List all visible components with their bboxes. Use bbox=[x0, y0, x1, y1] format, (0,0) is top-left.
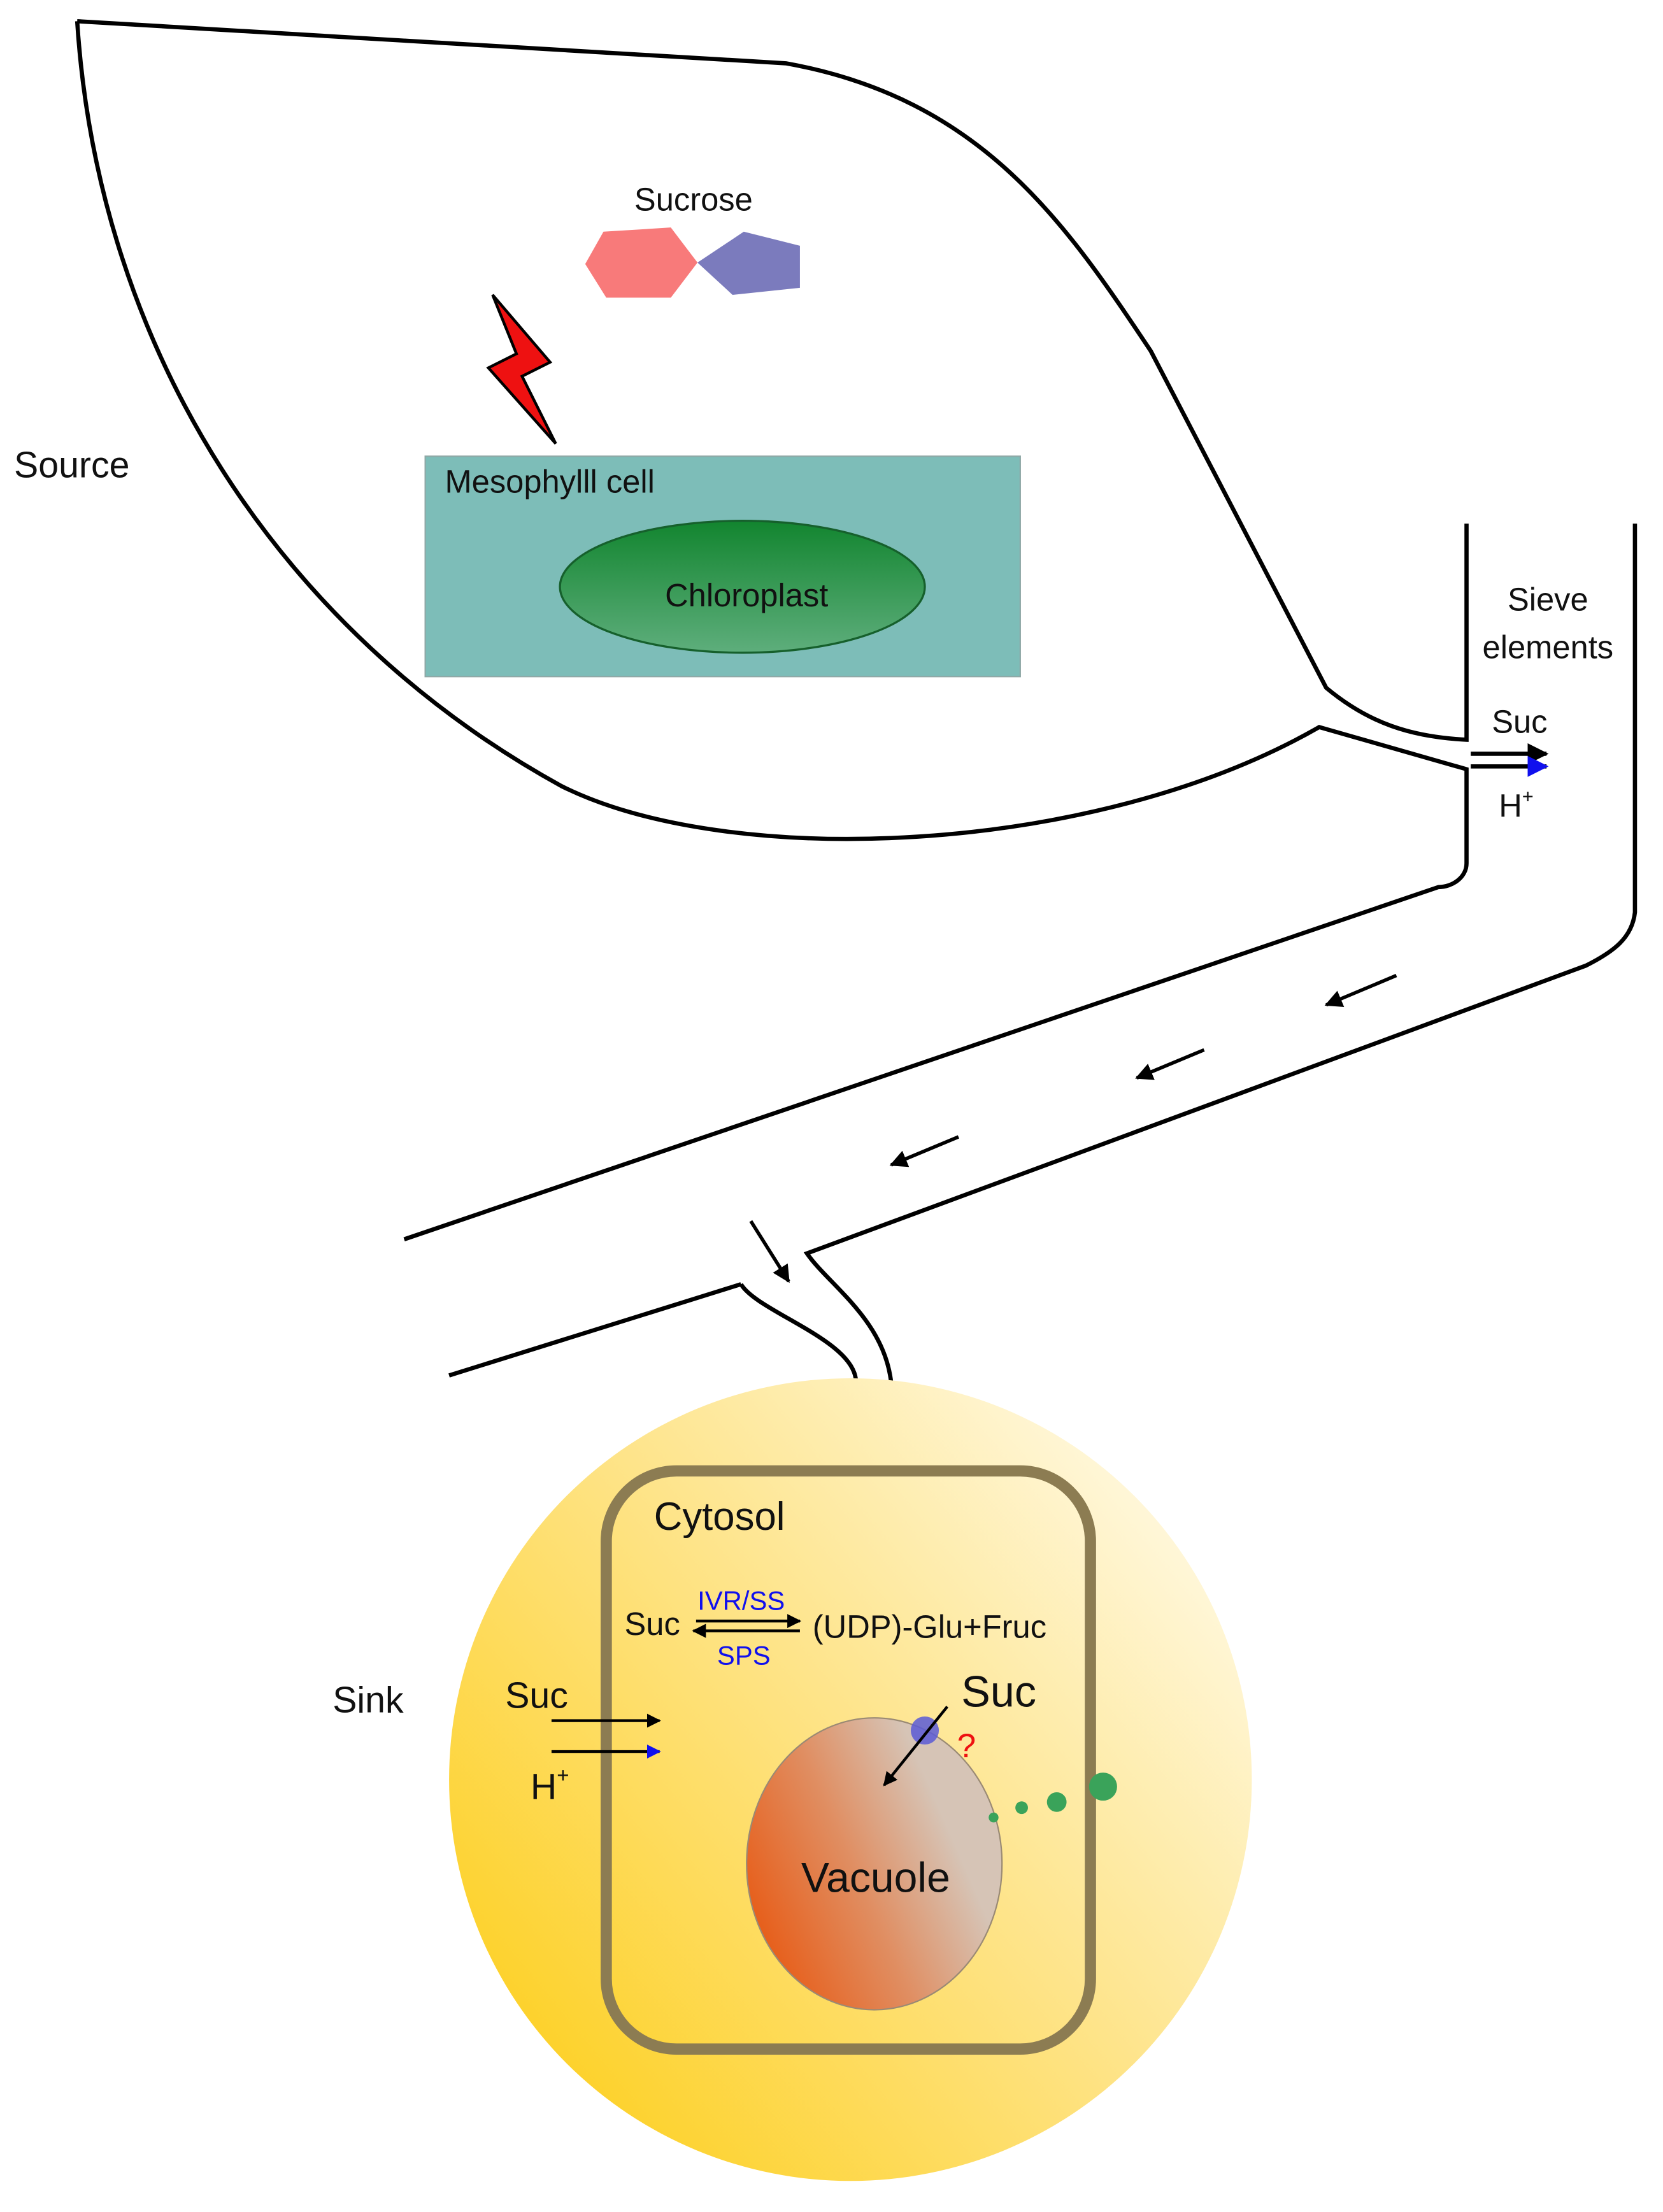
vesicle-trafficking-dots bbox=[989, 1773, 1117, 1823]
enzyme-reverse-label: SPS bbox=[717, 1640, 771, 1670]
unknown-mechanism-mark: ? bbox=[957, 1727, 976, 1765]
glucose-ring-icon bbox=[585, 227, 698, 298]
vacuole-label: Vacuole bbox=[801, 1854, 950, 1901]
vacuole bbox=[746, 1717, 1003, 2011]
leaf-outline bbox=[75, 18, 1469, 1241]
chloroplast bbox=[559, 520, 926, 654]
vacuole-suc-label: Suc bbox=[961, 1668, 1036, 1716]
sieve-elements-label-2: elements bbox=[1483, 629, 1614, 666]
cytosol-compartment bbox=[601, 1465, 1096, 2055]
tonoplast-transporter-icon bbox=[910, 1716, 939, 1745]
sieve-suc-label: Suc bbox=[1492, 703, 1547, 739]
sink-proton-label: H+ bbox=[531, 1764, 569, 1808]
chloroplast-label: Chloroplast bbox=[665, 577, 828, 613]
vacuole-uptake-arrow bbox=[883, 1706, 948, 1787]
sucrose-label: Sucrose bbox=[634, 182, 753, 218]
fructose-ring-icon bbox=[697, 231, 800, 295]
enzyme-forward-label: IVR/SS bbox=[697, 1586, 785, 1616]
source-label: Source bbox=[14, 445, 129, 485]
sieve-tube-right-wall bbox=[448, 524, 1638, 1383]
reaction-products: (UDP)-Glu+Fruc bbox=[813, 1609, 1046, 1645]
sink-label: Sink bbox=[332, 1680, 404, 1720]
sieve-proton-label: H+ bbox=[1499, 785, 1534, 824]
lightning-stress-icon bbox=[486, 294, 557, 445]
cytosol-label: Cytosol bbox=[654, 1495, 785, 1539]
reaction-substrate: Suc bbox=[625, 1606, 680, 1642]
sink-suc-label: Suc bbox=[505, 1676, 568, 1716]
phloem-flow-arrows bbox=[749, 974, 1397, 1283]
mesophyll-label: Mesophylll cell bbox=[445, 464, 654, 500]
sieve-elements-label: Sieve bbox=[1508, 582, 1588, 618]
